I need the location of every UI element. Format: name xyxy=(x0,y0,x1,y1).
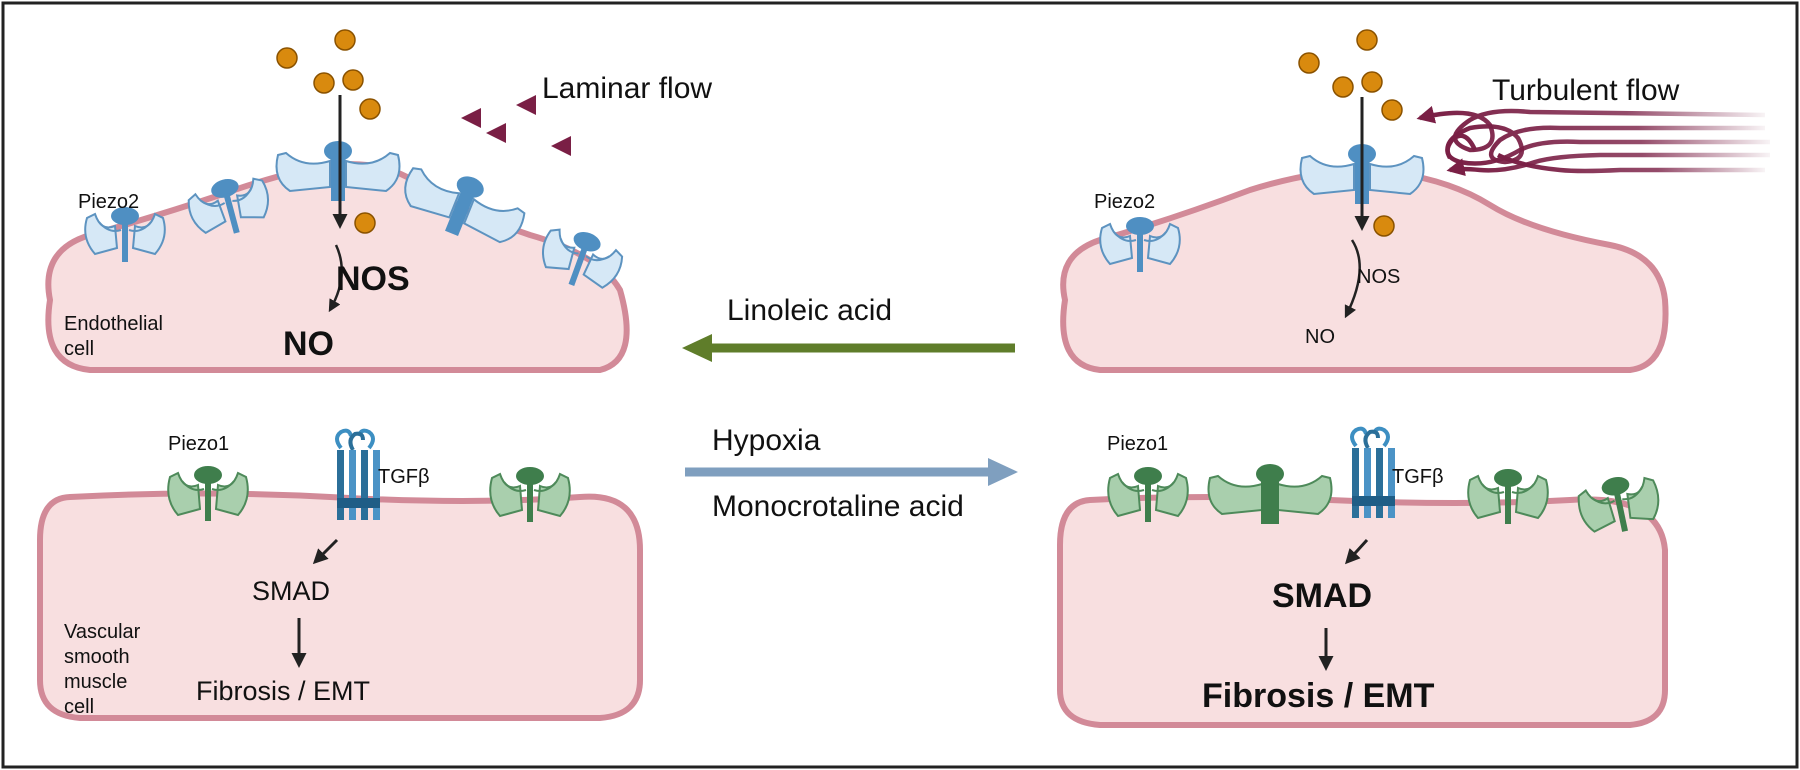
left-top-ligands xyxy=(276,29,381,234)
left-nos-arrow xyxy=(328,244,343,313)
left-tgfb-smad-arrow xyxy=(312,538,339,565)
right-no-label: NO xyxy=(1305,326,1335,348)
right-fibrosis-label: Fibrosis / EMT xyxy=(1202,677,1435,715)
left-no-label: NO xyxy=(283,325,334,363)
vsmc-label-line3: muscle xyxy=(64,671,127,693)
endothelial-label-line2: cell xyxy=(64,338,94,360)
left-nos-label: NOS xyxy=(336,260,410,298)
linoleic-acid-arrow-head xyxy=(682,334,712,362)
vsmc-label-line4: cell xyxy=(64,696,94,718)
right-tgfb-smad-arrow xyxy=(1344,538,1369,565)
right-smad-label: SMAD xyxy=(1272,577,1372,615)
left-piezo2-label: Piezo2 xyxy=(78,191,139,213)
laminar-flow-arrows xyxy=(461,95,720,156)
left-vsmc-cell xyxy=(37,490,643,721)
linoleic-acid-label: Linoleic acid xyxy=(727,294,892,327)
right-nos-arrow xyxy=(1344,239,1361,319)
vsmc-label-line2: smooth xyxy=(64,646,130,668)
left-tgfb-label: TGFβ xyxy=(378,466,430,488)
endothelial-label-line1: Endothelial xyxy=(64,313,163,335)
left-piezo1-label: Piezo1 xyxy=(168,433,229,455)
vsmc-label-line1: Vascular xyxy=(64,621,141,643)
right-nos-label: NOS xyxy=(1357,266,1400,288)
hypoxia-arrow-head xyxy=(988,458,1018,486)
left-fibrosis-label: Fibrosis / EMT xyxy=(196,676,370,706)
right-piezo1-label: Piezo1 xyxy=(1107,433,1168,455)
hypoxia-label: Hypoxia xyxy=(712,424,821,457)
right-tgfb-label: TGFβ xyxy=(1392,466,1444,488)
right-piezo2-label: Piezo2 xyxy=(1094,191,1155,213)
turbulent-flow-arrows xyxy=(1416,105,1770,177)
laminar-flow-label: Laminar flow xyxy=(542,72,712,105)
monocrotaline-label: Monocrotaline acid xyxy=(712,490,964,523)
left-smad-label: SMAD xyxy=(252,576,330,606)
right-top-ligands xyxy=(1298,29,1403,237)
turbulent-flow-label: Turbulent flow xyxy=(1492,74,1680,107)
